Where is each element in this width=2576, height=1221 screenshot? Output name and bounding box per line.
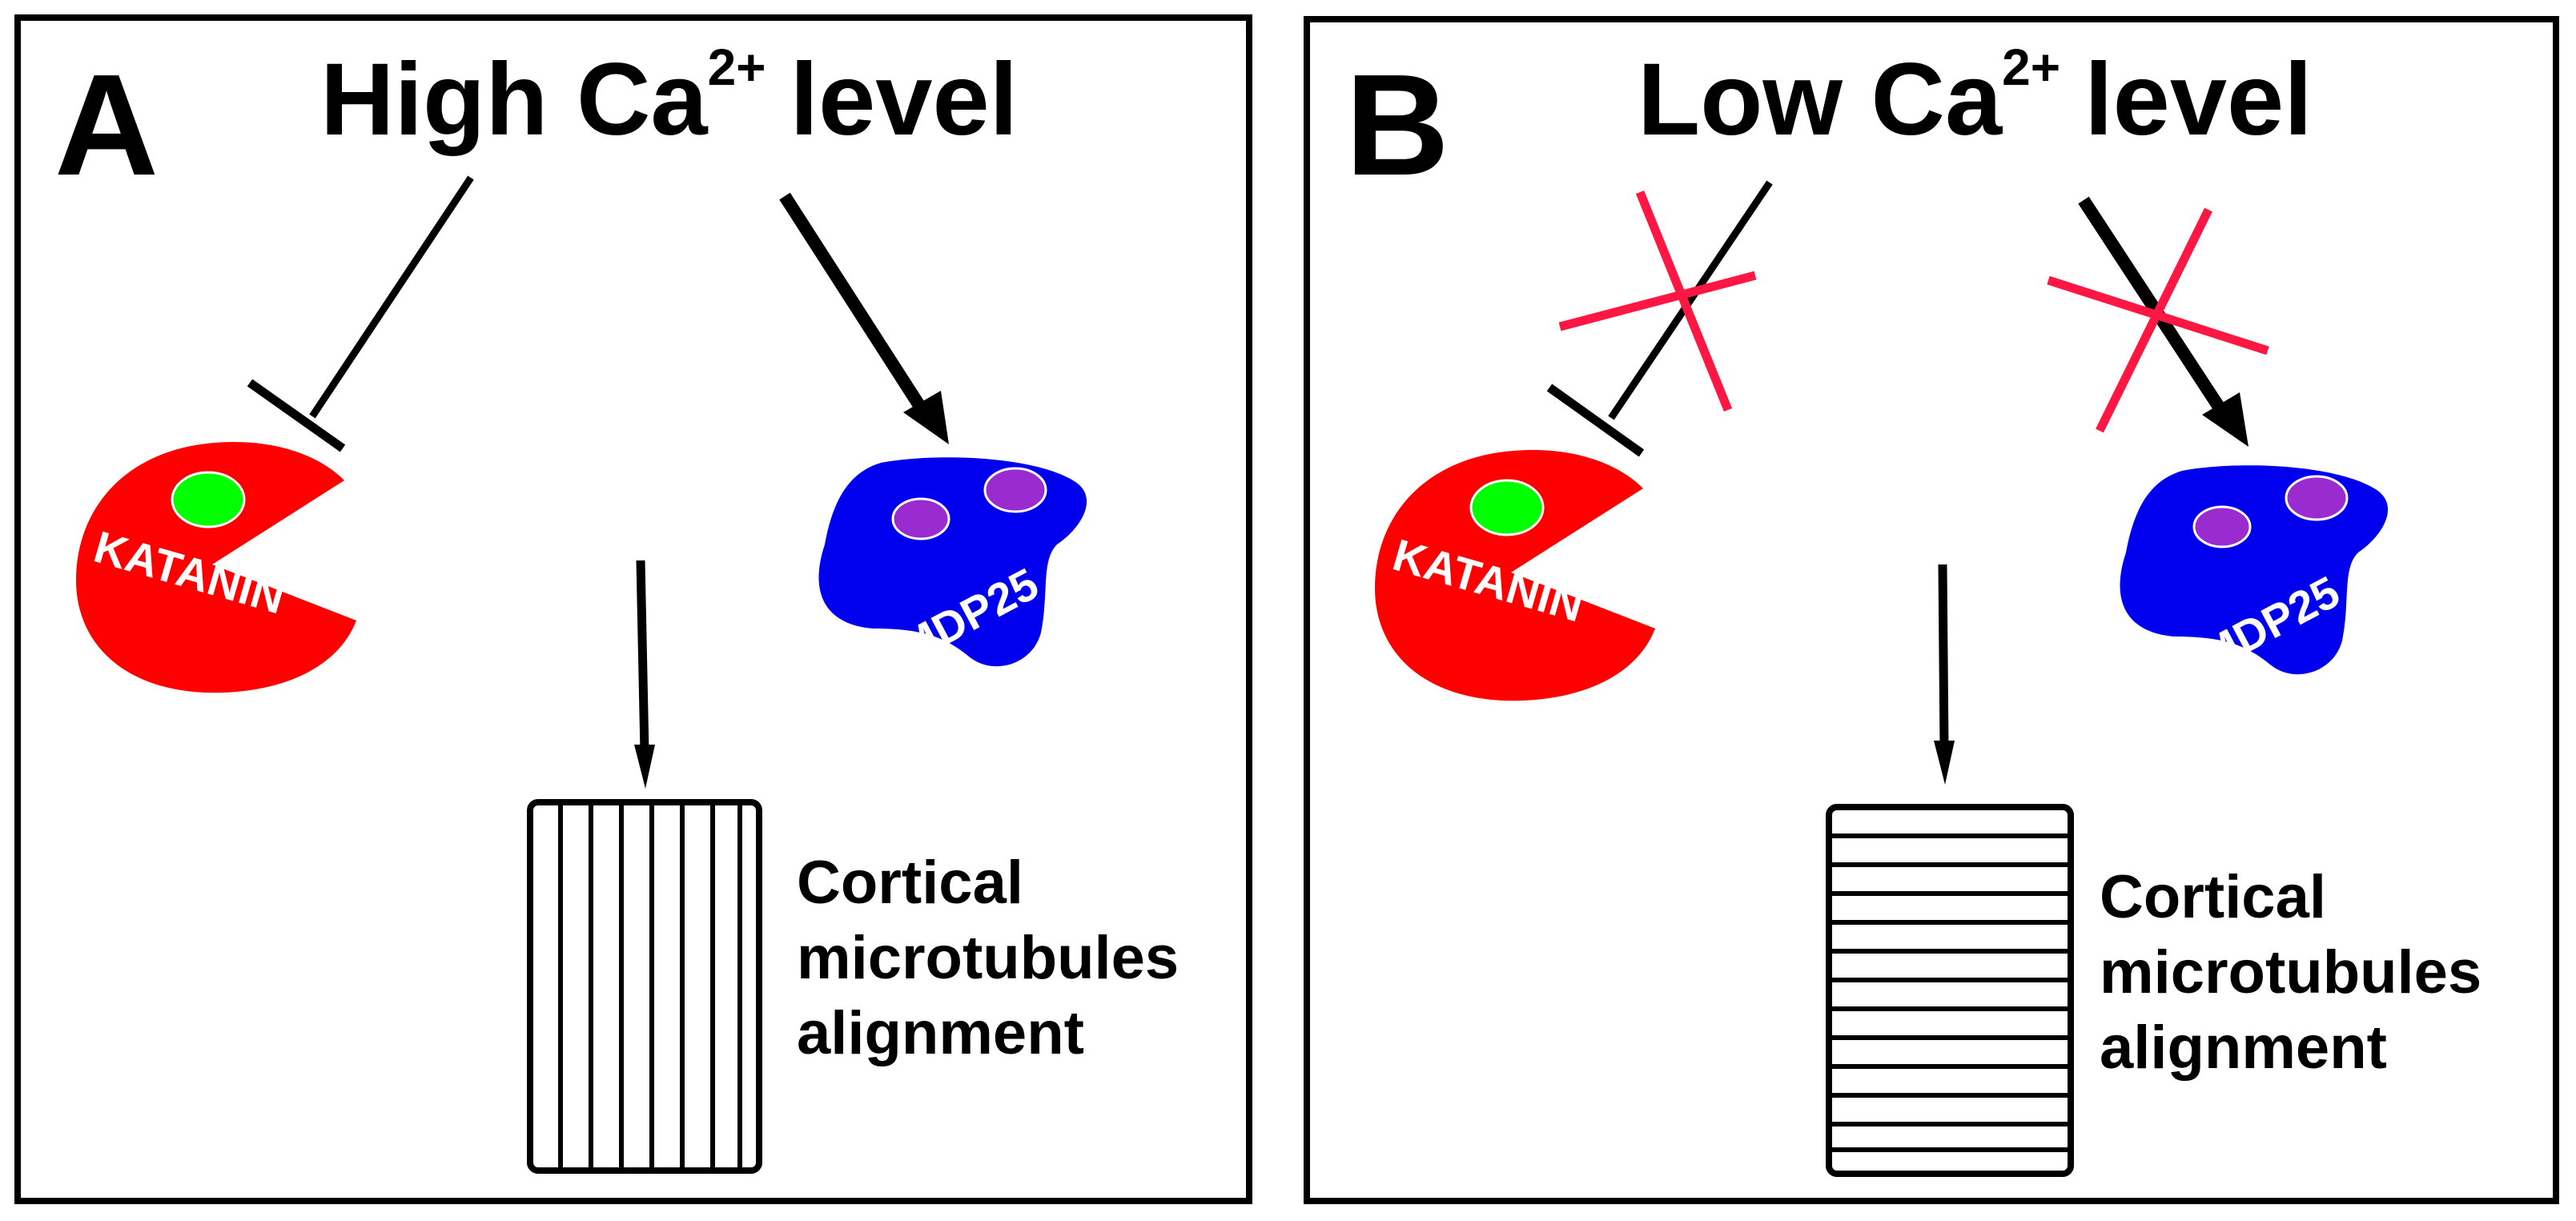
title-suffix: level: [2084, 42, 2313, 157]
down-arrow-head: [1934, 741, 1955, 785]
panel-title: High Ca2+ level: [320, 38, 1018, 157]
title-prefix: High Ca: [320, 42, 708, 157]
down-arrow-head: [634, 745, 655, 789]
panel-a: A High Ca2+ level KATANIN MDP25: [14, 14, 1252, 1204]
inhibition-bar: [1546, 384, 1645, 457]
activation-line: [779, 192, 934, 424]
inhibition-bar: [247, 379, 346, 452]
microtubule-frame: [1826, 804, 2074, 1177]
panel-title: Low Ca2+ level: [1638, 38, 2313, 157]
cortical-label-line: alignment: [797, 999, 1084, 1067]
microtubule-frame: [527, 799, 762, 1174]
activation-arrowhead: [903, 391, 949, 444]
cortical-label-line: Cortical: [797, 849, 1023, 917]
block-cross: [1558, 190, 1757, 412]
cortical-label: Cortical microtubules alignment: [797, 849, 1179, 1067]
title-suffix: level: [790, 42, 1019, 157]
mdp25-protein: MDP25: [818, 457, 1087, 673]
microtubule-box: [1826, 804, 2074, 1177]
mdp25-activation: [2047, 196, 2269, 447]
down-arrow-line: [1938, 564, 1949, 749]
katanin-dot: [171, 471, 246, 528]
cortical-label-line: microtubules: [797, 924, 1179, 992]
cross-stroke: [1635, 190, 1733, 412]
mdp25-activation: [779, 192, 949, 444]
microtubule-box: [527, 799, 762, 1174]
mdp25-dot: [983, 467, 1047, 513]
title-superscript: 2+: [708, 38, 766, 96]
cortical-label-line: Cortical: [2100, 863, 2326, 931]
mdp25-dot: [891, 497, 950, 540]
down-arrow: [1934, 564, 1955, 785]
down-arrow: [634, 560, 655, 789]
katanin-protein: KATANIN: [76, 442, 356, 693]
panel-letter: A: [54, 45, 159, 206]
cross-stroke: [2096, 207, 2212, 433]
title-prefix: Low Ca: [1638, 42, 2003, 157]
katanin-inhibition: [1546, 180, 1773, 457]
katanin-dot: [1469, 479, 1545, 536]
cross-stroke: [1558, 271, 1757, 331]
cortical-label-line: alignment: [2100, 1014, 2387, 1082]
cortical-label-line: microtubules: [2100, 938, 2482, 1006]
inhibition-line: [309, 175, 474, 419]
mdp25-dot: [2192, 505, 2252, 548]
katanin-inhibition: [247, 175, 474, 452]
panel-b: B Low Ca2+level KATANIN: [1304, 16, 2559, 1204]
title-superscript: 2+: [2002, 38, 2060, 96]
cortical-label: Cortical microtubules alignment: [2100, 863, 2482, 1082]
panel-letter: B: [1345, 45, 1449, 206]
mdp25-dot: [2285, 475, 2349, 521]
katanin-shape: [76, 442, 356, 693]
activation-arrowhead: [2202, 392, 2248, 447]
mdp25-protein: MDP25: [2120, 465, 2389, 681]
katanin-shape: [1375, 450, 1655, 701]
block-cross: [2047, 207, 2269, 433]
down-arrow-line: [636, 560, 649, 753]
inhibition-line: [1608, 180, 1773, 420]
